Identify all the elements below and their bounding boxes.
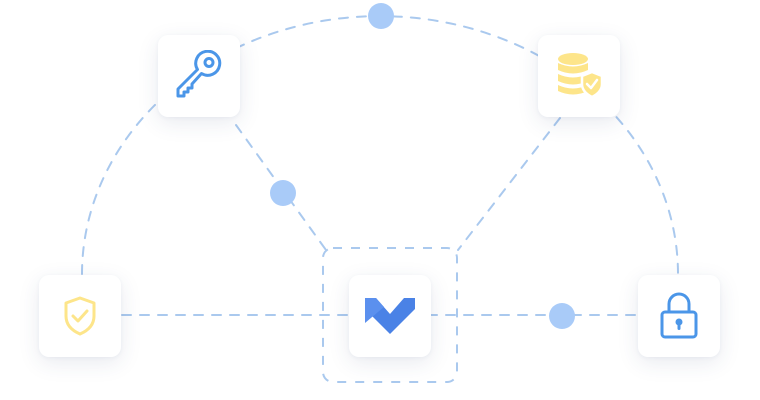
connector-dot-top (368, 3, 394, 29)
database-card[interactable] (538, 35, 620, 117)
key-icon (176, 50, 222, 98)
brand-logo-icon (365, 298, 415, 334)
shield-card[interactable] (39, 275, 121, 357)
hub-dashed-frame (322, 247, 458, 383)
shield-check-icon (64, 296, 96, 336)
lock-card[interactable] (638, 275, 720, 357)
connector-dot-left (270, 180, 296, 206)
database-hub-connector (457, 117, 561, 251)
database-shield-icon (558, 53, 604, 99)
connector-dot-right (549, 303, 575, 329)
key-card[interactable] (158, 35, 240, 117)
padlock-icon (660, 292, 698, 339)
hub-card[interactable] (349, 275, 431, 357)
